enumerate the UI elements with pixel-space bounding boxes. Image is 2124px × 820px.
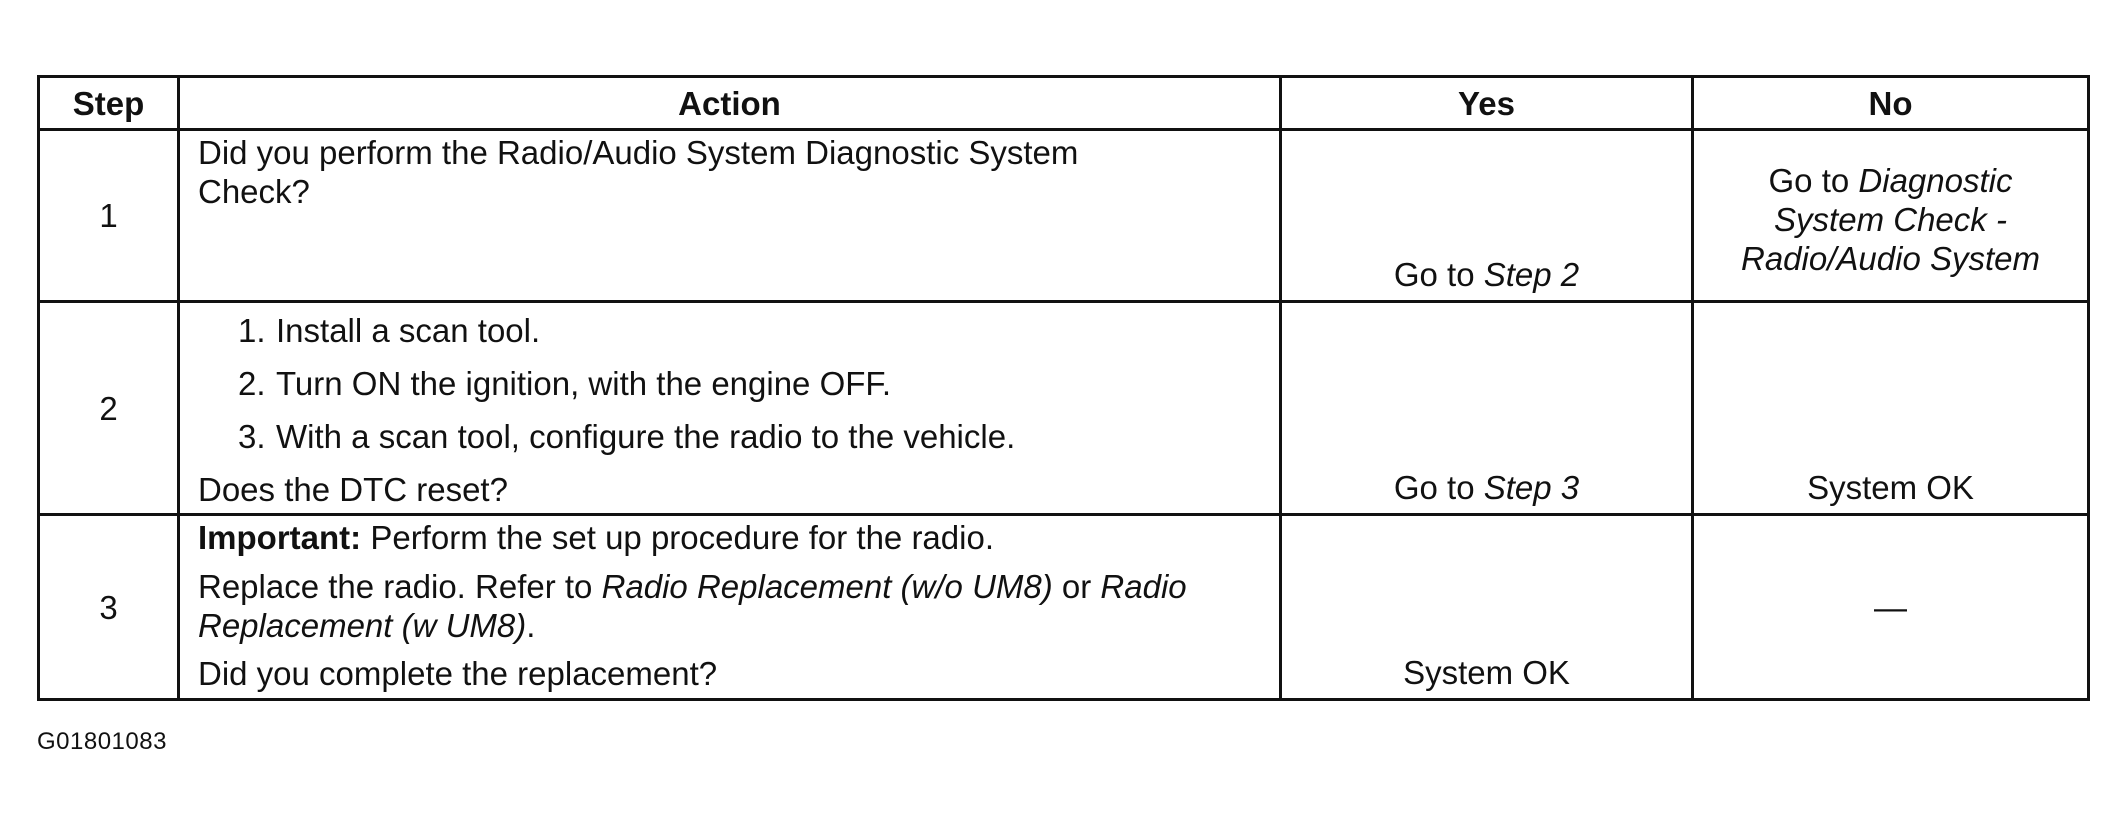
no-cell: — bbox=[1691, 513, 2090, 701]
header-yes: Yes bbox=[1279, 75, 1694, 131]
step-number: 2 bbox=[37, 300, 180, 516]
no-reference-link[interactable]: Diagnostic System Check - Radio/Audio Sy… bbox=[1741, 162, 2040, 277]
step-number: 3 bbox=[37, 513, 180, 701]
no-cell: System OK bbox=[1691, 300, 2090, 516]
no-result-dash: — bbox=[1874, 588, 1907, 626]
action-cell: Did you perform the Radio/Audio System D… bbox=[177, 128, 1282, 303]
yes-prefix: Go to bbox=[1393, 256, 1484, 293]
header-step: Step bbox=[37, 75, 180, 131]
no-result: System OK bbox=[1807, 469, 1974, 506]
important-text: Perform the set up procedure for the rad… bbox=[361, 519, 994, 556]
important-label: Important: bbox=[198, 519, 362, 556]
replace-instruction: Replace the radio. Refer to Radio Replac… bbox=[198, 567, 1187, 644]
action-question: Did you perform the Radio/Audio System D… bbox=[198, 134, 1079, 210]
yes-result: System OK bbox=[1403, 654, 1570, 691]
substep-list: 1.Install a scan tool. 2.Turn ON the ign… bbox=[198, 311, 1261, 470]
action-question: Does the DTC reset? bbox=[198, 471, 508, 508]
no-prefix: Go to bbox=[1768, 162, 1859, 199]
list-item: 3.With a scan tool, configure the radio … bbox=[238, 418, 1016, 455]
yes-step-link[interactable]: Step 2 bbox=[1483, 256, 1580, 293]
action-cell: Important: Perform the set up procedure … bbox=[177, 513, 1282, 701]
yes-prefix: Go to bbox=[1393, 469, 1484, 506]
reference-link-wo-um8[interactable]: Radio Replacement (w/o UM8) bbox=[601, 567, 1053, 605]
no-cell: Go to Diagnostic System Check - Radio/Au… bbox=[1691, 128, 2090, 303]
important-note: Important: Perform the set up procedure … bbox=[198, 518, 1261, 557]
reference-link-w-um8[interactable]: Radio Replacement (w UM8) bbox=[198, 567, 1187, 644]
header-no: No bbox=[1691, 75, 2090, 131]
action-cell: 1.Install a scan tool. 2.Turn ON the ign… bbox=[177, 300, 1282, 516]
figure-id: G01801083 bbox=[37, 728, 167, 755]
yes-cell: Go to Step 3 bbox=[1279, 300, 1694, 516]
yes-cell: Go to Step 2 bbox=[1279, 128, 1694, 303]
list-item: 2.Turn ON the ignition, with the engine … bbox=[238, 365, 892, 402]
diagnostic-table: Step Action Yes No 1 Did you perform the… bbox=[37, 75, 2090, 701]
table-header-row: Step Action Yes No bbox=[37, 75, 2090, 131]
yes-cell: System OK bbox=[1279, 513, 1694, 701]
header-action: Action bbox=[177, 75, 1282, 131]
table-row: 1 Did you perform the Radio/Audio System… bbox=[37, 128, 2090, 303]
yes-step-link[interactable]: Step 3 bbox=[1483, 469, 1580, 506]
action-question: Did you complete the replacement? bbox=[198, 655, 718, 692]
step-number: 1 bbox=[37, 128, 180, 303]
table-row: 2 1.Install a scan tool. 2.Turn ON the i… bbox=[37, 300, 2090, 516]
list-item: 1.Install a scan tool. bbox=[238, 312, 541, 349]
table-row: 3 Important: Perform the set up procedur… bbox=[37, 513, 2090, 701]
